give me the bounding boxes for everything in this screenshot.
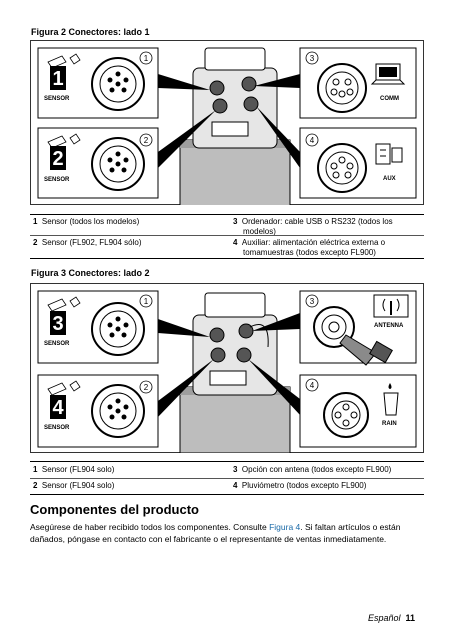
comm-connector: [317, 63, 367, 113]
antenna-connector: [313, 306, 393, 366]
pointer-4: [248, 359, 300, 415]
sensor-1-icon: [47, 53, 81, 90]
rain-connector: [323, 392, 369, 438]
legend-3-item-2: 2 Sensor (FL904 solo): [33, 481, 115, 490]
sensor-4-icon: [47, 380, 81, 419]
figure-2-title: Figura 2 Conectores: lado 1: [31, 27, 150, 37]
sensor-2-tag: SENSOR: [44, 177, 70, 183]
antenna-icon: [373, 294, 409, 318]
callout-4: 4: [310, 381, 315, 390]
pointer-3: [254, 74, 300, 88]
connector-4: [91, 384, 145, 438]
footer-language: Español: [368, 613, 401, 623]
figure-2-diagram: 1 SENSOR 1 2 SENSOR 2 3 COMM: [30, 40, 424, 205]
comm-tag: COMM: [380, 96, 399, 102]
connector-3: [91, 302, 145, 356]
pointer-4: [256, 106, 300, 168]
sensor-2-icon: [47, 133, 81, 170]
pointer-2: [158, 110, 216, 168]
aux-tag: AUX: [383, 176, 396, 182]
page-number: 11: [405, 613, 416, 623]
legend-3-item-3: 3 Opción con antena (todos excepto FL900…: [233, 465, 392, 474]
legend-3-item-1: 1 Sensor (FL904 solo): [33, 465, 115, 474]
legend-2-item-1: 1 Sensor (todos los modelos): [33, 217, 140, 226]
callout-1: 1: [144, 54, 149, 63]
callout-3: 3: [310, 54, 315, 63]
legend-2-item-3: 3 Ordenador: cable USB o RS232 (todos lo…: [233, 217, 393, 236]
sensor-1-tag: SENSOR: [44, 96, 70, 102]
pointer-3: [252, 313, 300, 331]
rain-tag: RAIN: [382, 421, 397, 427]
laptop-icon: [370, 63, 406, 85]
antenna-tag: ANTENNA: [374, 323, 404, 329]
aux-connector: [317, 143, 367, 193]
pointer-1: [158, 74, 210, 90]
figure-3-title: Figura 3 Conectores: lado 2: [31, 268, 150, 278]
callout-4: 4: [310, 136, 315, 145]
callout-3: 3: [310, 297, 315, 306]
flow-logger-device: [179, 47, 291, 205]
pointer-2: [158, 359, 214, 417]
flow-logger-device-side-2: [179, 292, 291, 453]
legend-2-item-4: 4 Auxiliar: alimentación eléctrica exter…: [233, 238, 386, 257]
callout-1: 1: [144, 297, 149, 306]
sensor-3-tag: SENSOR: [44, 341, 70, 347]
connector-2: [91, 137, 145, 191]
sensor-4-number: 4: [52, 397, 64, 419]
figure-4-link[interactable]: Figura 4: [269, 522, 301, 532]
legend-3-item-4: 4 Pluviómetro (todos excepto FL900): [233, 481, 367, 490]
sensor-3-number: 3: [52, 313, 63, 335]
connector-1: [91, 57, 145, 111]
rain-gauge-icon: [383, 383, 399, 416]
sensor-4-tag: SENSOR: [44, 425, 70, 431]
sensor-1-number: 1: [52, 68, 63, 90]
power-sampler-icon: [375, 143, 403, 165]
pointer-1: [158, 319, 210, 337]
page-footer: Español 11: [368, 613, 415, 623]
sensor-2-number: 2: [52, 148, 63, 170]
callout-2: 2: [144, 136, 149, 145]
section-title: Componentes del producto: [30, 502, 199, 517]
legend-2-item-2: 2 Sensor (FL902, FL904 sólo): [33, 238, 142, 247]
section-body: Asegúrese de haber recibido todos los co…: [30, 522, 401, 544]
callout-2: 2: [144, 383, 149, 392]
sensor-3-icon: [47, 296, 81, 335]
figure-3-diagram: 3 SENSOR 1 4 SENSOR 2 3 ANTENNA: [30, 283, 424, 453]
